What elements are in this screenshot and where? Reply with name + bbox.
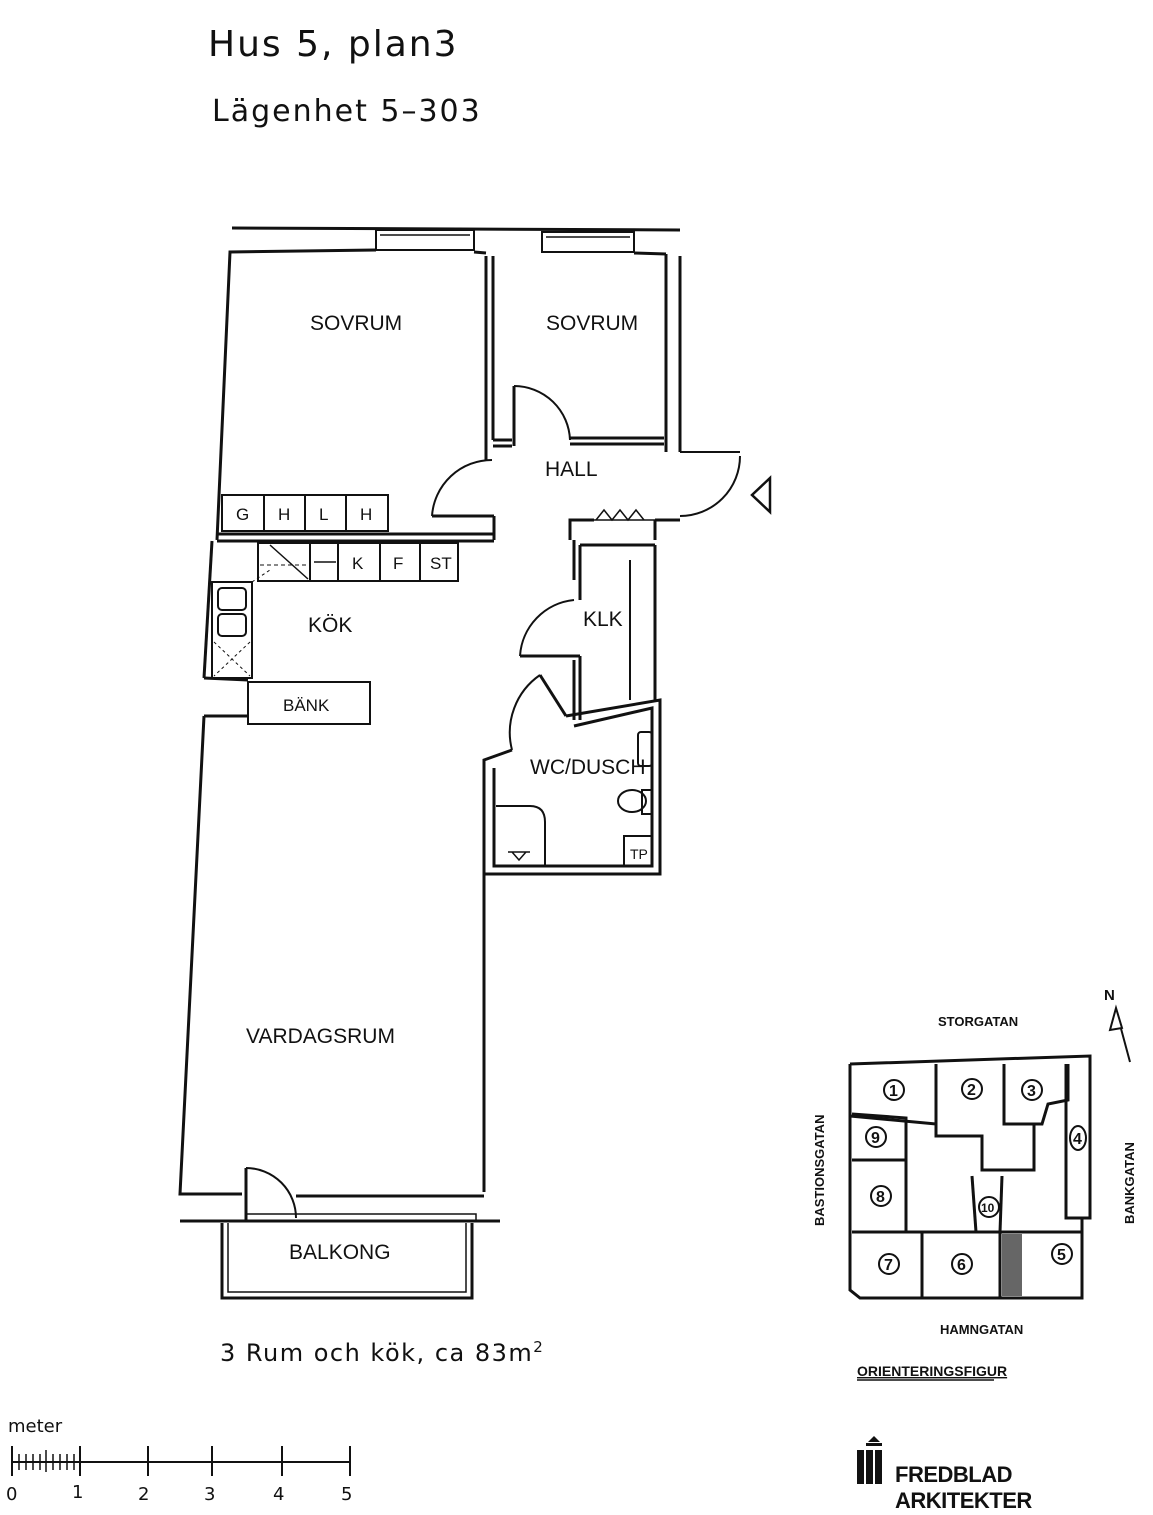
room-label-balkong: BALKONG — [289, 1241, 391, 1264]
building-3: 3 — [1027, 1083, 1036, 1100]
wardrobe-h-1: H — [278, 505, 290, 524]
scale-tick-3: 3 — [204, 1484, 216, 1505]
building-8: 8 — [876, 1189, 885, 1206]
scale-tick-2: 2 — [138, 1484, 150, 1505]
building-2: 2 — [967, 1082, 976, 1099]
wardrobe-l: L — [319, 505, 328, 524]
building-1: 1 — [889, 1083, 898, 1100]
building-10: 10 — [981, 1201, 995, 1215]
room-label-klk: KLK — [583, 608, 623, 631]
building-7: 7 — [884, 1257, 893, 1274]
room-label-wc-dusch: WC/DUSCH — [530, 756, 646, 779]
kitchen-st: ST — [430, 554, 452, 573]
room-label-sovrum-2: SOVRUM — [546, 312, 638, 335]
building-6: 6 — [957, 1257, 966, 1274]
street-bankgatan: BANKGATAN — [1122, 1142, 1137, 1224]
summary-sup: 2 — [533, 1338, 545, 1356]
scale-bar — [11, 1446, 351, 1476]
scale-tick-1: 1 — [72, 1482, 84, 1503]
room-label-kok: KÖK — [308, 614, 352, 637]
room-label-hall: HALL — [545, 458, 598, 481]
kitchen-f: F — [393, 554, 403, 573]
apartment-summary: 3 Rum och kök, ca 83m2 — [220, 1338, 544, 1367]
building-5: 5 — [1057, 1247, 1066, 1264]
street-bastionsgatan: BASTIONSGATAN — [812, 1115, 827, 1226]
orientation-caption: ORIENTERINGSFIGUR — [857, 1363, 1007, 1379]
fixture-tp: TP — [630, 846, 648, 862]
scale-tick-0: 0 — [6, 1484, 18, 1505]
room-label-vardagsrum: VARDAGSRUM — [246, 1025, 395, 1048]
street-hamngatan: HAMNGATAN — [940, 1322, 1023, 1337]
room-label-sovrum-1: SOVRUM — [310, 312, 402, 335]
scale-unit-label: meter — [8, 1416, 63, 1437]
wardrobe-h-2: H — [360, 505, 372, 524]
orientation-figure: 1 2 3 4 5 6 7 8 9 10 N STORGATAN HAMNGAT… — [812, 987, 1137, 1381]
street-storgatan: STORGATAN — [938, 1014, 1018, 1029]
scale-tick-4: 4 — [273, 1484, 285, 1505]
building-9: 9 — [871, 1130, 880, 1147]
label-bank: BÄNK — [283, 696, 330, 715]
kitchen-k: K — [352, 554, 364, 573]
plan-title: Hus 5, plan3 — [208, 24, 459, 65]
summary-text: 3 Rum och kök, ca 83m — [220, 1339, 534, 1367]
fredblad-logo-icon — [857, 1436, 882, 1484]
building-4: 4 — [1073, 1131, 1082, 1148]
apartment-id: Lägenhet 5–303 — [212, 94, 482, 129]
architect-logo-text: FREDBLAD ARKITEKTER — [895, 1462, 1032, 1513]
wardrobe-g: G — [236, 505, 249, 524]
north-label: N — [1104, 987, 1115, 1004]
scale-tick-5: 5 — [341, 1484, 353, 1505]
